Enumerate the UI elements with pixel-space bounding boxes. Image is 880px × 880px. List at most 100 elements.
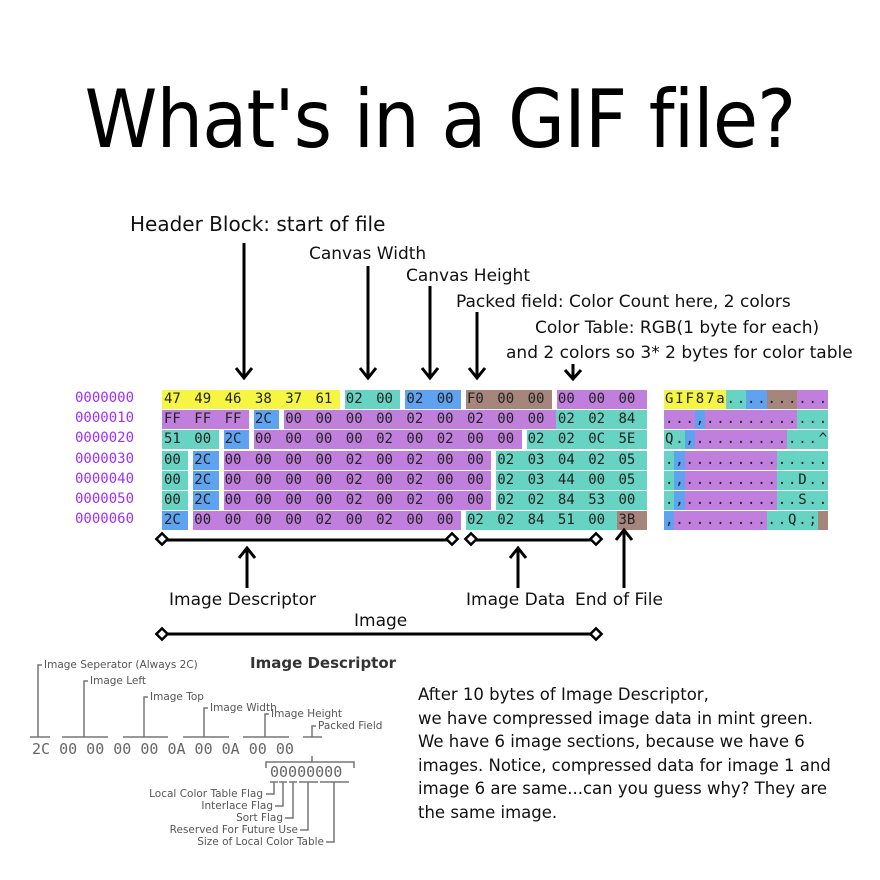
ascii-char: .	[684, 511, 696, 531]
ascii-char: .	[787, 410, 798, 430]
arrow-image-data	[508, 545, 528, 588]
ascii-char: .	[725, 390, 737, 409]
hex-byte: 00	[374, 410, 405, 430]
ascii-char: .	[746, 450, 757, 470]
ascii-char: .	[776, 430, 788, 450]
hex-byte: 03	[525, 470, 557, 490]
label-image: Image	[354, 611, 408, 631]
packed-bits: 00000000	[270, 763, 343, 781]
ascii-char: .	[674, 410, 685, 430]
descriptor-bytes: 2C 00 00 00 00 0A 00 0A 00 00	[32, 740, 294, 758]
ascii-char: .	[756, 430, 767, 450]
hex-byte: 00	[586, 470, 617, 490]
hex-byte: 00	[495, 410, 527, 430]
ascii-char: .	[787, 390, 798, 409]
arrow-end-of-file	[614, 527, 634, 588]
hex-address: 0000040	[75, 470, 135, 487]
ascii-char: .	[715, 470, 726, 490]
ascii-char: .	[735, 430, 747, 450]
hex-byte: 00	[555, 390, 587, 409]
hex-address: 0000030	[75, 450, 135, 467]
hex-byte: 00	[616, 491, 648, 510]
ascii-char: .	[735, 410, 747, 430]
ascii-char: .	[684, 491, 696, 510]
hex-byte: 00	[616, 390, 648, 409]
hex-byte: 44	[555, 470, 587, 490]
ascii-char: .	[817, 470, 829, 490]
hex-byte: 00	[192, 430, 224, 450]
ascii-char: .	[756, 491, 767, 510]
label-packed-field: Packed field: Color Count here, 2 colors	[456, 292, 791, 312]
ascii-char: 7	[705, 390, 716, 409]
ascii-char: .	[705, 491, 716, 510]
ascii-char	[817, 511, 829, 531]
hex-gap	[491, 491, 497, 510]
explanation-line: We have 6 image sections, because we hav…	[418, 732, 805, 751]
ascii-char: 8	[694, 390, 706, 409]
hex-byte: 00	[465, 430, 496, 450]
ascii-char: .	[807, 410, 819, 430]
hex-byte: 00	[525, 410, 557, 430]
label-image-data: Image Data	[466, 590, 566, 610]
explanation-line: we have compressed image data in mint gr…	[418, 708, 814, 728]
label-canvas-width: Canvas Width	[309, 244, 427, 264]
hex-byte: 02	[374, 511, 405, 531]
ascii-char: .	[684, 450, 696, 470]
hex-gap	[339, 390, 345, 409]
hex-byte: 00	[283, 491, 314, 510]
hex-byte: 00	[404, 430, 436, 450]
hex-byte: 00	[162, 450, 193, 470]
ascii-char: .	[776, 511, 788, 531]
hex-byte: 2C	[252, 410, 284, 430]
ascii-char: .	[797, 450, 808, 470]
hex-byte: 00	[434, 470, 466, 490]
hex-address: 0000050	[75, 491, 135, 507]
hex-byte: 00	[374, 491, 405, 510]
hex-byte: 00	[374, 470, 405, 490]
hex-gap	[461, 390, 466, 409]
bracket-image-data	[463, 531, 604, 547]
ascii-char: .	[715, 491, 726, 510]
hex-byte: 00	[283, 470, 314, 490]
ascii-char: .	[766, 410, 778, 430]
hex-byte: 03	[525, 450, 557, 470]
hex-byte: 00	[252, 511, 284, 531]
ascii-char: .	[746, 511, 757, 531]
hex-byte: 02	[495, 470, 527, 490]
ascii-char: S	[797, 491, 808, 510]
field-image-width: Image Width	[210, 702, 277, 714]
ascii-char: .	[735, 450, 747, 470]
ascii-char: .	[715, 410, 726, 430]
hex-byte: 00	[313, 430, 345, 450]
ascii-char: .	[664, 491, 675, 510]
hex-byte: 00	[283, 450, 314, 470]
ascii-char: F	[684, 390, 696, 409]
ascii-char: ^	[817, 430, 829, 450]
hex-byte: 02	[525, 430, 557, 450]
ascii-char: Q	[664, 430, 675, 450]
ascii-char: .	[776, 470, 788, 490]
hex-byte: 02	[495, 491, 527, 510]
hex-byte: 04	[555, 450, 587, 470]
ascii-char: ;	[807, 511, 819, 531]
ascii-char: .	[807, 390, 819, 409]
hex-byte: 00	[434, 511, 466, 531]
ascii-char: ,	[684, 430, 696, 450]
ascii-char: .	[725, 430, 737, 450]
hex-gap	[188, 450, 194, 470]
ascii-char: .	[756, 470, 767, 490]
ascii-char: .	[725, 450, 737, 470]
hex-byte: 02	[374, 430, 405, 450]
ascii-char: .	[756, 450, 767, 470]
label-header-block: Header Block: start of file	[130, 212, 386, 236]
hex-byte: 00	[252, 450, 284, 470]
ascii-char: .	[797, 410, 808, 430]
field-packed-field: Packed Field	[318, 720, 383, 732]
hex-gap	[218, 470, 224, 490]
ascii-char: .	[694, 450, 706, 470]
hex-address: 0000060	[75, 511, 135, 528]
ascii-char: .	[756, 511, 767, 531]
ascii-char: .	[776, 390, 788, 409]
hex-byte: FF	[162, 410, 193, 430]
ascii-char: .	[725, 491, 737, 510]
